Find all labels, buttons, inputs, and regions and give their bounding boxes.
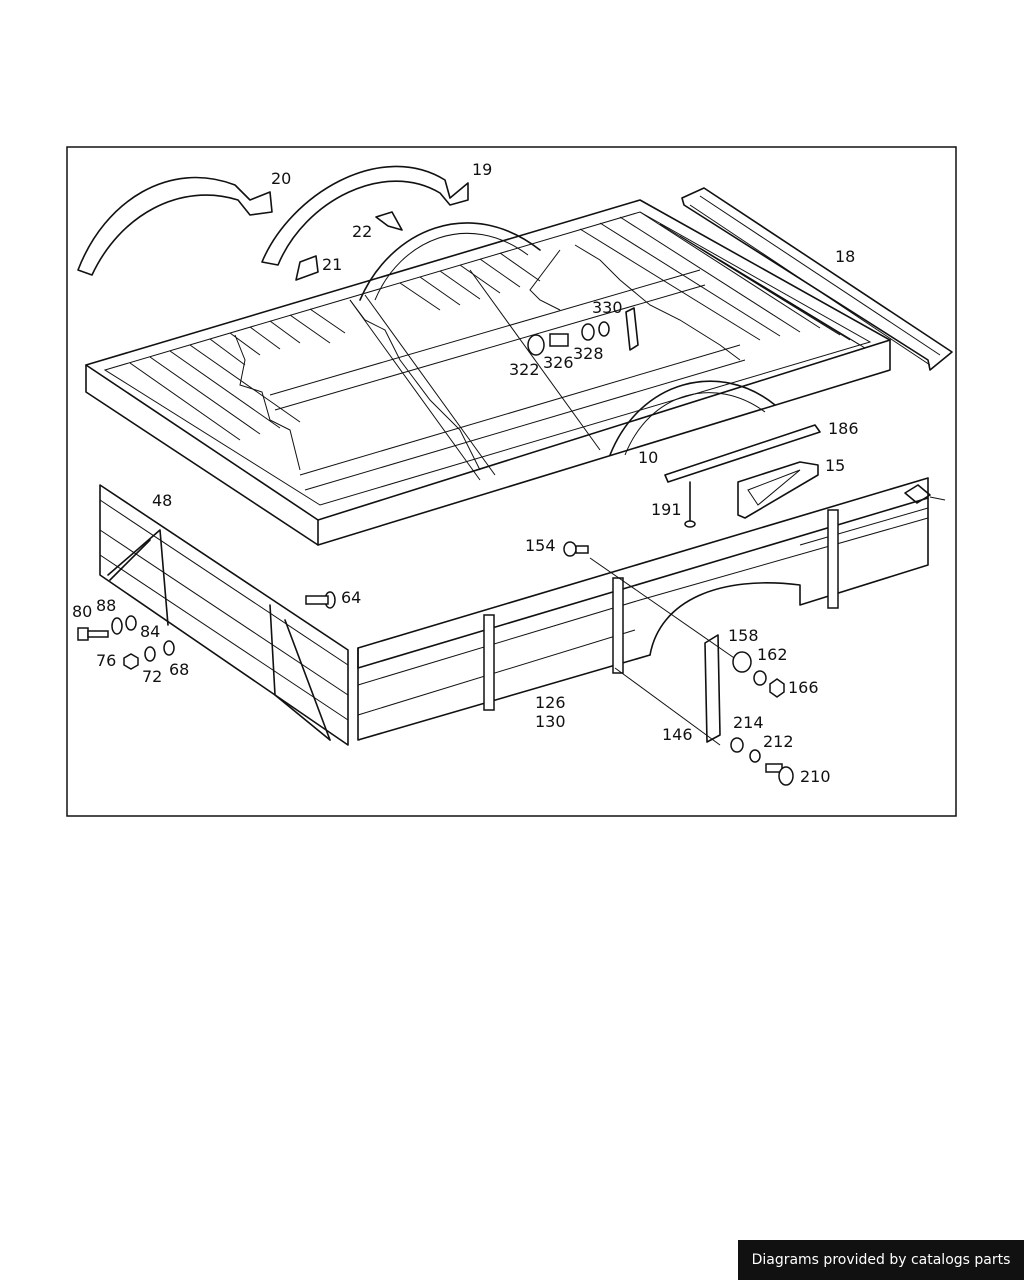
washer-212 (749, 749, 761, 763)
side-rail-18 (681, 187, 953, 371)
label-166: 166 (788, 678, 819, 697)
label-322: 322 (509, 360, 540, 379)
bracket-330 (625, 307, 639, 351)
diagram-frame (66, 146, 957, 817)
label-19: 19 (472, 160, 492, 179)
part-labels: 20 19 22 21 18 330 322 326 328 186 10 15… (72, 160, 859, 786)
bushing-322 (527, 334, 545, 356)
gusset-15 (737, 461, 819, 519)
label-64: 64 (341, 588, 361, 607)
washer-158 (732, 651, 752, 673)
label-10: 10 (638, 448, 658, 467)
credit-banner: Diagrams provided by catalogs parts (738, 1240, 1024, 1280)
label-191: 191 (651, 500, 682, 519)
label-328: 328 (573, 344, 604, 363)
label-158: 158 (728, 626, 759, 645)
nut-330 (598, 321, 610, 337)
label-330: 330 (592, 298, 623, 317)
label-214: 214 (733, 713, 764, 732)
wheel-arch-19 (261, 165, 469, 266)
label-326: 326 (543, 353, 574, 372)
washer-214 (730, 737, 744, 753)
front-fasteners (77, 615, 175, 670)
bolt-64 (305, 591, 336, 609)
label-162: 162 (757, 645, 788, 664)
label-210: 210 (800, 767, 831, 786)
side-board-126 (357, 477, 946, 741)
label-212: 212 (763, 732, 794, 751)
label-146: 146 (662, 725, 693, 744)
washer-328 (581, 323, 595, 341)
wheel-arch-20 (77, 176, 273, 276)
label-186: 186 (828, 419, 859, 438)
label-126: 126 (535, 693, 566, 712)
nut-166 (769, 678, 785, 698)
strip-186 (664, 424, 821, 483)
label-80: 80 (72, 602, 92, 621)
label-88: 88 (96, 596, 116, 615)
bracket-21 (295, 255, 319, 281)
bolt-210 (765, 763, 794, 786)
bolt-191 (684, 481, 696, 528)
label-72: 72 (142, 667, 162, 686)
bolt-154 (563, 541, 577, 557)
front-board-48 (99, 484, 349, 746)
label-130: 130 (535, 712, 566, 731)
bracket-22 (375, 211, 403, 231)
label-20: 20 (271, 169, 291, 188)
label-21: 21 (322, 255, 342, 274)
bed-floor-assembly (85, 199, 891, 546)
label-22: 22 (352, 222, 372, 241)
label-18: 18 (835, 247, 855, 266)
label-15: 15 (825, 456, 845, 475)
washer-162 (753, 670, 767, 686)
label-68: 68 (169, 660, 189, 679)
label-154: 154 (525, 536, 556, 555)
label-84: 84 (140, 622, 160, 641)
stake-bracket-146 (704, 634, 721, 743)
label-48: 48 (152, 491, 172, 510)
bolt-326 (549, 333, 569, 347)
label-76: 76 (96, 651, 116, 670)
